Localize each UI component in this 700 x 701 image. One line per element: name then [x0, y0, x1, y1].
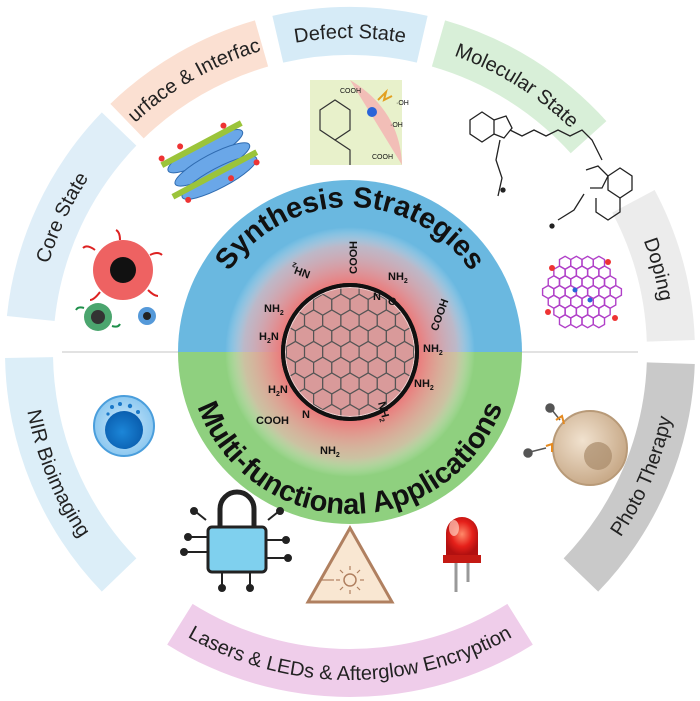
graphene-cell: [558, 313, 572, 329]
nh2-label-5: NH2: [373, 400, 392, 423]
graphene-cell: [570, 313, 583, 329]
nh2-label-6: NH2: [264, 303, 284, 317]
photothermal-cell-icon: [523, 403, 628, 486]
ring-segment-lasers-leds-afterglow: [167, 603, 533, 697]
nh2-label-1: NH2: [289, 260, 312, 280]
graphene-cell: [592, 313, 606, 329]
cooh-small-2: COOH: [372, 154, 393, 161]
cell-bioimaging-icon: [93, 395, 155, 457]
ring-segment-surface-interface: [110, 20, 269, 139]
layered-nanosheets-icon: [158, 120, 260, 203]
n-label-1: N: [373, 291, 381, 303]
ring-segment-nir-bioimaging: [5, 357, 137, 592]
ring-segment-photo-therapy: [563, 362, 695, 592]
cyanine-dye-structure-icon: [469, 111, 633, 229]
h2n-label-1: H2N: [268, 384, 288, 398]
cooh-label-1: COOH: [348, 241, 360, 274]
n-label-2: N: [302, 409, 310, 421]
nh2-label-4: NH2: [414, 378, 434, 392]
o-label-1: O: [388, 296, 397, 308]
nh2-label-7: NH2: [320, 445, 340, 459]
ring-segment-defect-state: [272, 7, 428, 63]
cooh-small-1: COOH: [340, 88, 361, 95]
ring-segment-core-state: [6, 112, 137, 321]
ring-segment-molecular-state: [431, 20, 607, 154]
graphene-cell: [581, 313, 594, 329]
circuit-padlock-icon: [180, 489, 292, 592]
oh-label-1: ·OH: [396, 100, 409, 107]
core-state-quantum-dots-icon: [75, 229, 163, 331]
functional-group-labels: NH2 COOH NH2 N O COOH NH2 NH2 NH2 N COOH…: [256, 241, 451, 459]
ring-segments: [5, 7, 695, 697]
hexagon-cell: [340, 403, 360, 416]
cooh-label-3: COOH: [256, 415, 289, 427]
doped-graphene-lattice-icon: [541, 255, 623, 329]
nh2-label-2: NH2: [388, 271, 408, 285]
ring-segment-doping: [612, 190, 695, 342]
laser-warning-triangle-icon: [305, 524, 395, 604]
red-led-icon: [443, 517, 481, 592]
carbon-dot-hexagon-core-icon: [281, 283, 419, 421]
nh2-label-3: NH2: [423, 343, 443, 357]
ring-label-surface-interface: Surface & Interface: [0, 0, 263, 127]
oh-label-2: ·OH: [390, 122, 403, 129]
h2n-label-2: H2N: [259, 331, 279, 345]
defect-surface-schematic-icon: COOH COOH ·OH ·OH: [310, 80, 409, 165]
